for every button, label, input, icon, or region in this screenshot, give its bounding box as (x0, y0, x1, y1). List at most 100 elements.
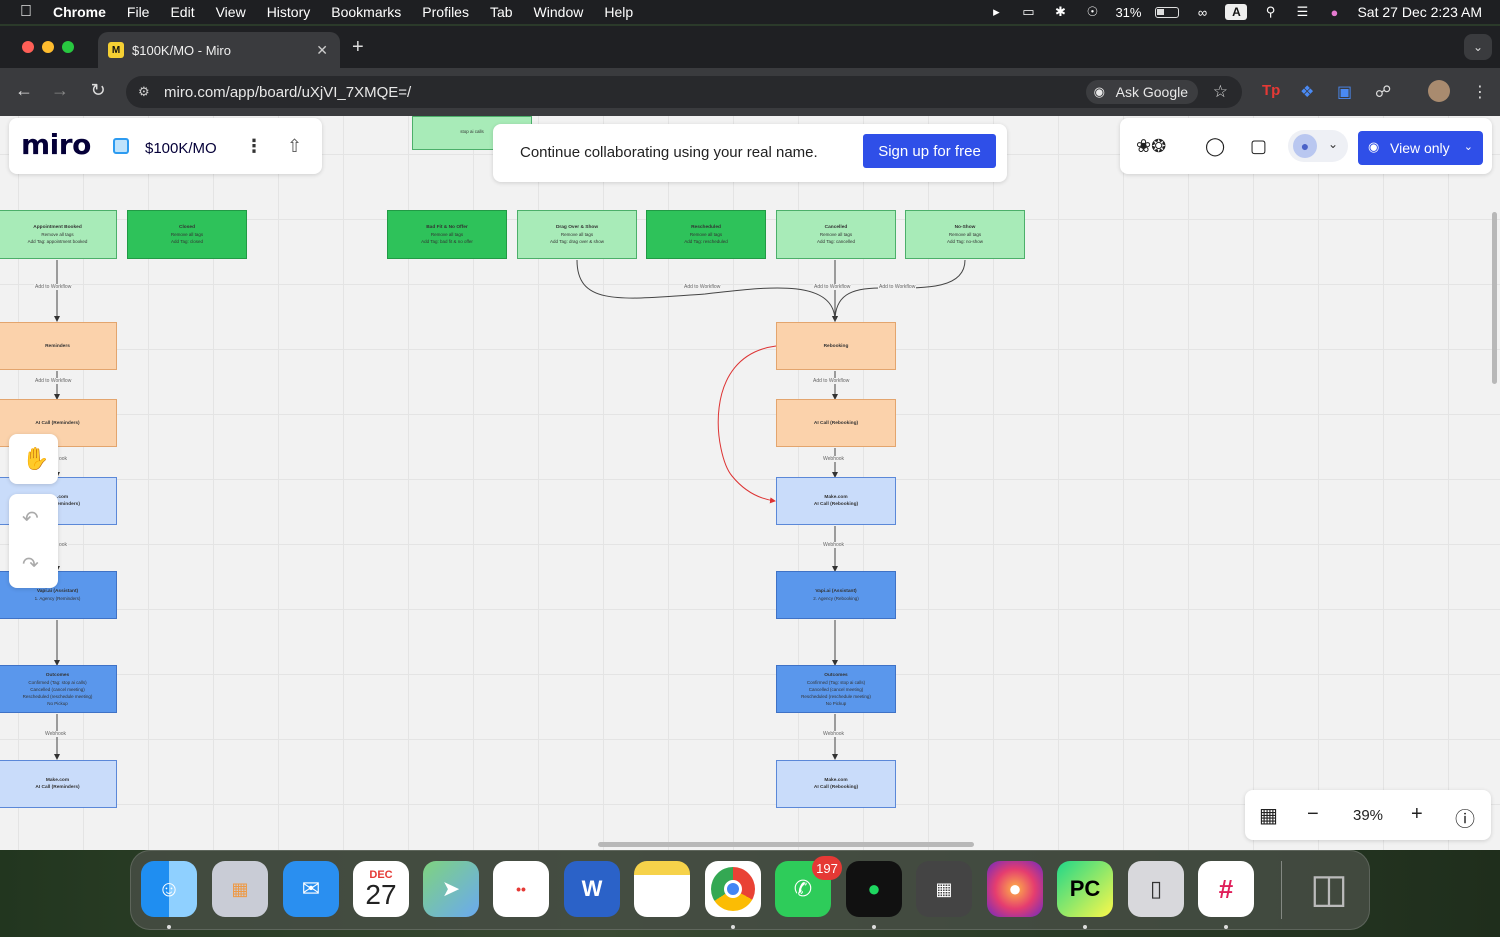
menu-history[interactable]: History (254, 4, 311, 20)
siri-icon[interactable]: ● (1330, 4, 1339, 20)
battery-icon[interactable] (1155, 6, 1180, 18)
node-cancelled[interactable]: Cancelled Remove all tags Add Tag: cance… (776, 210, 896, 259)
reminders-icon[interactable]: •• (493, 861, 549, 917)
close-window-button[interactable] (22, 41, 34, 53)
node-make-reminders[interactable]: Make.com AI Call (Reminders) (0, 760, 117, 808)
node-make-rebooking-2[interactable]: Make.com AI Call (Rebooking) (776, 760, 896, 808)
reload-button[interactable]: ↻ (90, 80, 106, 100)
node-drag-over[interactable]: Drag Over & Show Remove all tags Add Tag… (517, 210, 637, 259)
node-reminders[interactable]: Reminders (0, 322, 117, 370)
node-bad-fit[interactable]: Bad Fit & No Offer Remove all tags Add T… (387, 210, 507, 259)
node-no-show[interactable]: No-Show Remove all tags Add Tag: no-show (905, 210, 1025, 259)
edge-label-webhook: Webhook (822, 542, 846, 548)
menu-view[interactable]: View (203, 4, 246, 20)
launchpad-icon[interactable]: ▦ (212, 861, 268, 917)
address-bar[interactable]: ⚙ miro.com/app/board/uXjVI_7XMQE=/ ◉ Ask… (126, 76, 1242, 108)
node-closed[interactable]: Closed Remove all tags Add Tag: closed (127, 210, 247, 259)
firefox-icon[interactable]: ● (987, 861, 1043, 917)
ask-google-button[interactable]: ◉ Ask Google (1085, 80, 1198, 104)
back-button[interactable]: ← (15, 80, 33, 100)
video-call-icon[interactable]: ▢ (1250, 136, 1268, 156)
accessibility-icon[interactable]: ☉ (1086, 4, 1099, 19)
menu-file[interactable]: File (114, 4, 150, 20)
node-appointment-booked[interactable]: Appointment Booked Remove all tags Add T… (0, 210, 117, 259)
undo-icon[interactable]: ↶ (22, 508, 39, 530)
comments-icon[interactable]: ◯ (1205, 136, 1226, 156)
finder-icon[interactable]: ☺ (141, 861, 197, 917)
menu-bookmarks[interactable]: Bookmarks (319, 4, 401, 20)
apple-icon[interactable]:  (20, 3, 32, 21)
node-make-rebooking[interactable]: Make.com AI Call (Rebooking) (776, 477, 896, 525)
share-upload-icon[interactable]: ⇧ (287, 136, 303, 156)
miro-favicon-icon: M (108, 42, 124, 58)
menu-edit[interactable]: Edit (158, 4, 194, 20)
hand-tool-icon[interactable]: ✋ (22, 446, 50, 471)
minimize-window-button[interactable] (42, 41, 54, 53)
input-source-indicator[interactable]: A (1225, 4, 1248, 20)
node-line: 1. Agency (Reminders) (34, 596, 81, 601)
vertical-scrollbar[interactable] (1492, 212, 1497, 384)
node-ai-call-rebooking[interactable]: AI Call (Rebooking) (776, 399, 896, 447)
reactions-icon[interactable]: ❀❂ (1136, 136, 1167, 156)
maximize-window-button[interactable] (62, 41, 74, 53)
link-icon[interactable]: ∞ (1197, 4, 1208, 20)
zoom-in-button[interactable]: + (1411, 803, 1423, 825)
sign-up-button[interactable]: Sign up for free (863, 134, 996, 168)
google-translate-icon[interactable]: ▣ (1337, 84, 1353, 101)
notes-icon[interactable] (634, 861, 690, 917)
user-avatar-dropdown[interactable]: ● ⌄ (1288, 130, 1348, 162)
menu-help[interactable]: Help (592, 4, 633, 20)
calculator-icon[interactable]: ▦ (916, 861, 972, 917)
miro-board-canvas[interactable]: Add to Workflow Add to Workflow ook ook … (0, 116, 1500, 850)
microsoft-word-icon[interactable]: W (564, 861, 620, 917)
pycharm-icon[interactable]: PC (1057, 861, 1113, 917)
chrome-icon[interactable] (705, 861, 761, 917)
board-menu-icon[interactable]: ⋮ (245, 136, 263, 156)
tab-search-button[interactable]: ⌄ (1464, 34, 1492, 60)
calendar-icon[interactable]: DEC 27 (353, 861, 409, 917)
chrome-menu-icon[interactable]: ⋮ (1472, 84, 1488, 101)
zoom-level[interactable]: 39% (1353, 807, 1384, 824)
site-settings-icon[interactable]: ⚙ (138, 84, 150, 99)
node-outcomes-right[interactable]: Outcomes Confirmed (Tag: stop ai calls) … (776, 665, 896, 713)
node-title: Rescheduled (691, 225, 721, 230)
node-rebooking[interactable]: Rebooking (776, 322, 896, 370)
redo-icon[interactable]: ↷ (22, 554, 39, 576)
extensions-icon[interactable]: ☍ (1375, 84, 1392, 101)
slack-icon[interactable]: # (1198, 861, 1254, 917)
new-tab-button[interactable]: + (352, 36, 364, 58)
maps-icon[interactable]: ➤ (423, 861, 479, 917)
board-name[interactable]: $100K/MO (145, 140, 217, 157)
forward-button[interactable]: → (51, 80, 69, 100)
node-rescheduled[interactable]: Rescheduled Remove all tags Add Tag: res… (646, 210, 766, 259)
trash-icon[interactable]: ◫ (1310, 867, 1348, 911)
iphone-mirroring-icon[interactable]: ▯ (1128, 861, 1184, 917)
view-only-button[interactable]: ◉ View only ⌄ (1358, 131, 1483, 165)
horizontal-scrollbar[interactable] (598, 842, 974, 847)
extension-tp-icon[interactable]: Tp (1262, 82, 1281, 99)
cast-icon[interactable]: ▸ (993, 4, 1000, 19)
spotify-icon[interactable]: ● (846, 861, 902, 917)
menu-window[interactable]: Window (521, 4, 584, 20)
node-text: stop ai calls (460, 129, 484, 134)
menu-clock[interactable]: Sat 27 Dec 2:23 AM (1357, 4, 1482, 20)
control-center-icon[interactable]: ☰ (1296, 4, 1309, 19)
zoom-out-button[interactable]: − (1307, 803, 1319, 825)
menu-tab[interactable]: Tab (477, 4, 513, 20)
menu-app-name[interactable]: Chrome (41, 4, 106, 20)
bookmark-star-icon[interactable]: ☆ (1212, 82, 1228, 101)
help-icon[interactable]: ⓘ (1455, 809, 1475, 831)
profile-avatar-icon[interactable] (1428, 80, 1450, 102)
mail-icon[interactable]: ✉ (283, 861, 339, 917)
spotlight-search-icon[interactable]: ⚲ (1265, 4, 1276, 19)
miro-logo[interactable]: miro (21, 128, 91, 161)
node-vapi-rebooking[interactable]: Vapi.ai (Assistant) 2. Agency (Rebooking… (776, 571, 896, 619)
menu-profiles[interactable]: Profiles (410, 4, 469, 20)
close-tab-icon[interactable]: ✕ (316, 42, 328, 58)
bluetooth-icon[interactable]: ✱ (1054, 4, 1066, 19)
browser-tab-active[interactable]: M $100K/MO - Miro ✕ (98, 32, 340, 68)
fit-frame-icon[interactable]: ▦ (1259, 805, 1278, 827)
extension-puzzle-blue-icon[interactable]: ❖ (1300, 84, 1315, 101)
node-outcomes-left[interactable]: Outcomes Confirmed (Tag: stop ai calls) … (0, 665, 117, 713)
display-icon[interactable]: ▭ (1022, 4, 1035, 19)
